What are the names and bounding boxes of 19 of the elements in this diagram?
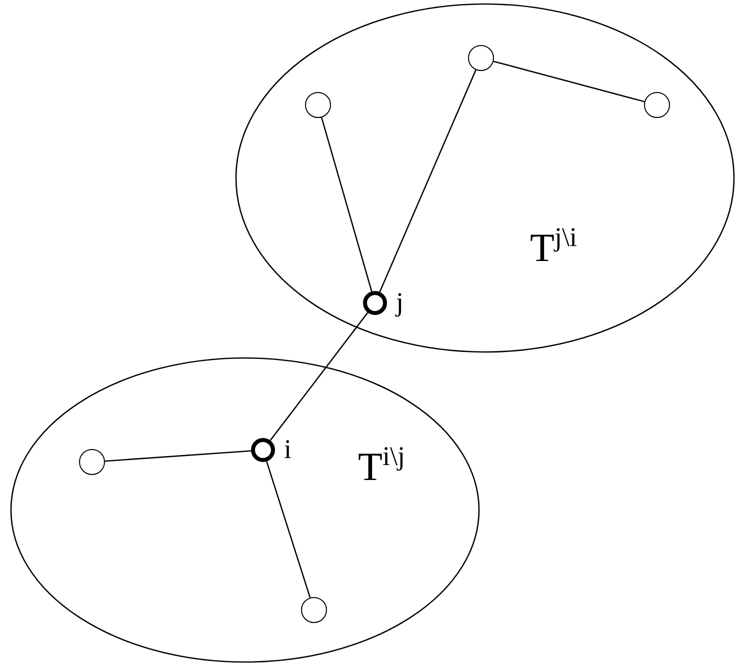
graph-vertex: [305, 92, 331, 118]
graph-vertex: [79, 449, 105, 475]
subtree-label: T$^{i\j}$: [358, 447, 405, 487]
graph-vertex: [301, 597, 327, 623]
tree-edge: [379, 70, 476, 292]
tree-edge: [104, 450, 252, 462]
graph-vertex: [363, 291, 387, 315]
subtree-ellipse: [235, 3, 735, 353]
vertex-label: j: [396, 289, 404, 316]
subtree-label: T$^{j\i}$: [530, 228, 577, 268]
graph-vertex: [251, 438, 275, 462]
tree-edge: [266, 461, 311, 598]
graph-vertex: [644, 92, 670, 118]
graph-vertex: [468, 45, 494, 71]
subtree-ellipse: [10, 357, 480, 663]
tree-edge: [493, 60, 645, 102]
vertex-label: i: [284, 436, 292, 463]
tree-edge: [270, 312, 368, 441]
tree-edge: [320, 117, 372, 292]
